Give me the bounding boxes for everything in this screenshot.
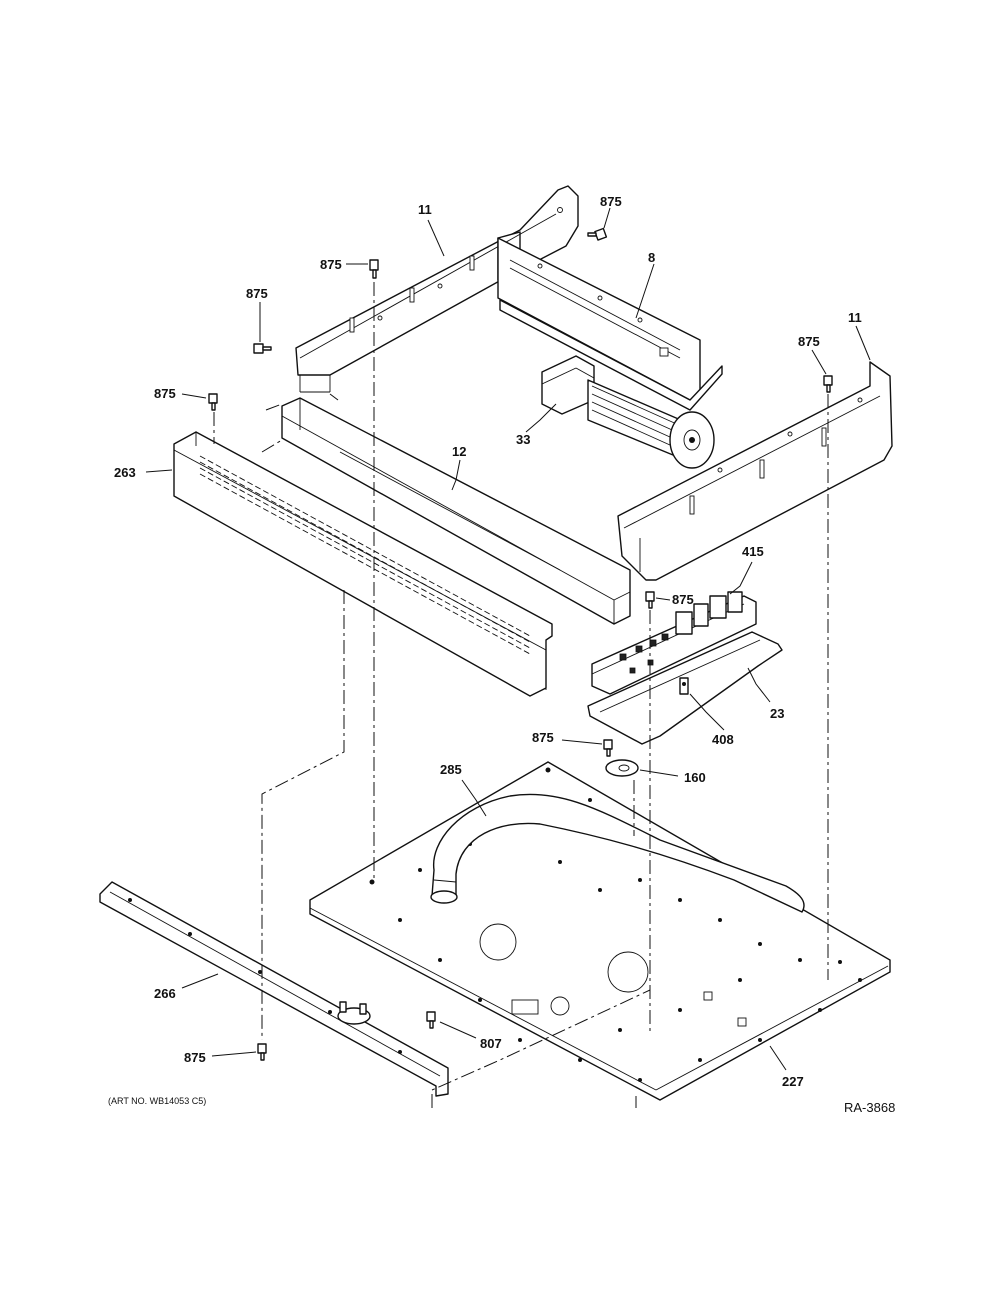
screw-875-top-right [587, 227, 608, 241]
callout-11-right: 11 [848, 310, 862, 325]
callout-266: 266 [154, 986, 176, 1001]
callout-875-top-right: 875 [600, 194, 622, 209]
temperature-sensor [605, 759, 639, 777]
front-rail [99, 881, 449, 1097]
callout-12: 12 [452, 444, 466, 459]
callout-263: 263 [114, 465, 136, 480]
art-number: (ART NO. WB14053 C5) [108, 1096, 206, 1106]
callout-33: 33 [516, 432, 530, 447]
callout-875-left-upper: 875 [246, 286, 268, 301]
callout-23: 23 [770, 706, 784, 721]
callout-408: 408 [712, 732, 734, 747]
leader-lines [145, 207, 871, 1071]
reference-code: RA-3868 [844, 1100, 895, 1115]
convection-fan-motor [541, 355, 715, 469]
air-duct [430, 793, 805, 913]
connector-408 [679, 677, 689, 695]
screw-807 [426, 1011, 436, 1029]
callout-807: 807 [480, 1036, 502, 1051]
callout-labels: 875 11 875 8 875 11 875 875 33 263 12 41… [114, 194, 862, 1089]
callout-875-left: 875 [154, 386, 176, 401]
screw-875-sensor [603, 739, 613, 757]
screw-875-top [369, 259, 379, 279]
back-panel [497, 237, 723, 411]
callout-875-right: 875 [798, 334, 820, 349]
callout-875-bottom: 875 [184, 1050, 206, 1065]
callout-160: 160 [684, 770, 706, 785]
callout-8: 8 [648, 250, 655, 265]
callout-415: 415 [742, 544, 764, 559]
screw-875-left-upper [253, 343, 272, 354]
callout-875-board: 875 [672, 592, 694, 607]
vent-trim [173, 431, 553, 697]
relay-control-board [591, 591, 757, 695]
callout-285: 285 [440, 762, 462, 777]
screw-875-bottom [257, 1043, 267, 1061]
screw-875-right [823, 375, 833, 393]
callout-875-sensor: 875 [532, 730, 554, 745]
screw-875-left [208, 393, 218, 411]
limit-switch [337, 1001, 371, 1025]
alignment-lines [213, 282, 829, 1108]
side-bracket-right [617, 361, 893, 581]
callout-11-left: 11 [418, 202, 432, 217]
callout-227: 227 [782, 1074, 804, 1089]
callout-875-top: 875 [320, 257, 342, 272]
front-channel [281, 397, 631, 625]
screw-875-board [645, 591, 655, 609]
